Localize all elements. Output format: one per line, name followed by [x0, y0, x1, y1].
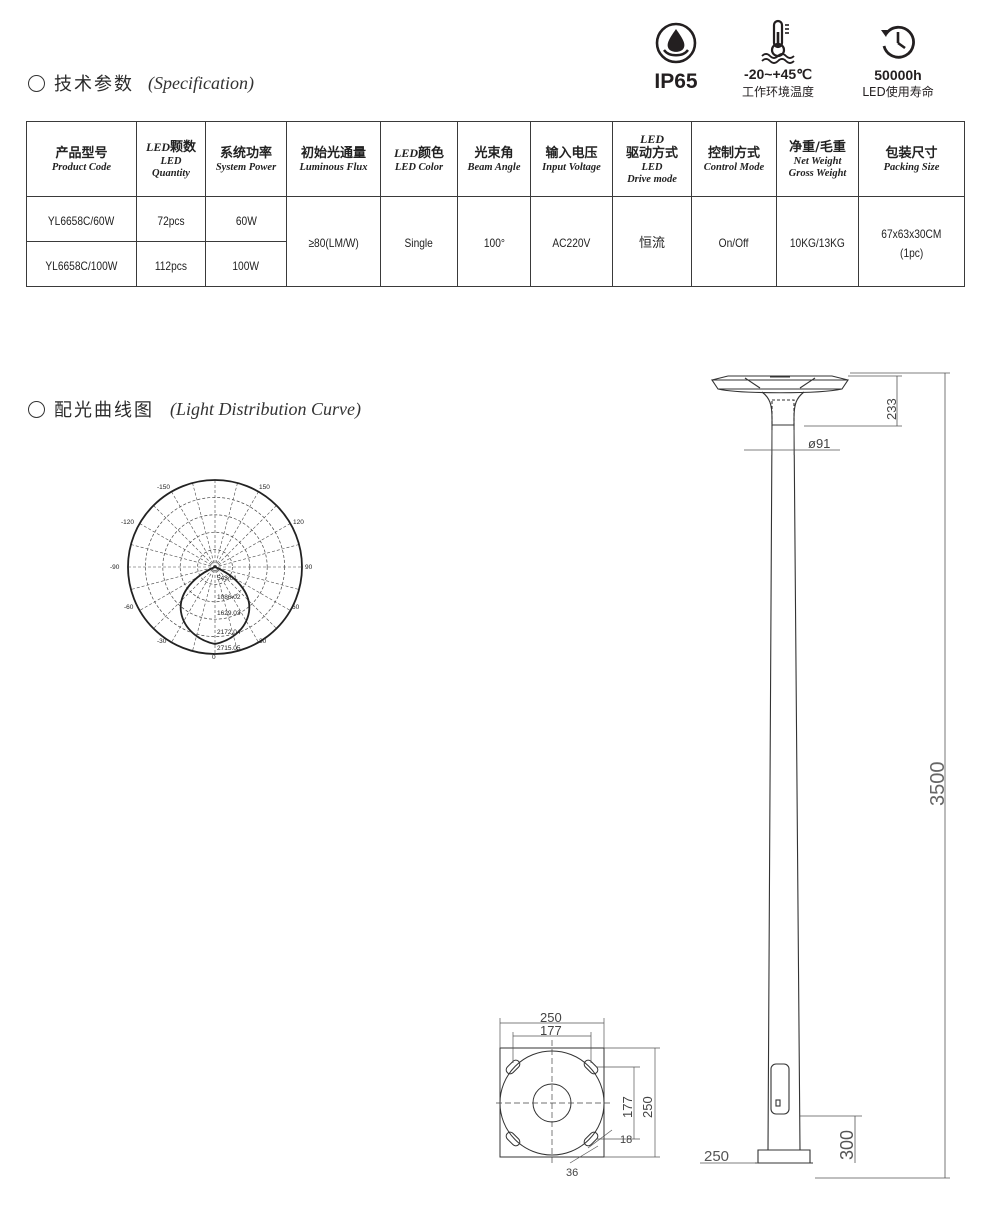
slot-width-label: 18 — [620, 1134, 632, 1146]
circle-bullet-icon — [28, 400, 45, 418]
header-input-voltage: 输入电压 Input Voltage — [530, 121, 613, 197]
cell-weight: 10KG/13KG — [776, 196, 859, 287]
ring-label: 1086.02 — [217, 594, 241, 601]
cell-product-code: YL6658C/100W — [26, 241, 137, 287]
total-height-label: 3500 — [927, 762, 949, 807]
header-drive-mode: LED 驱动方式 LED Drive mode — [612, 121, 692, 197]
temp-badge: -20~+45℃ 工作环境温度 — [728, 18, 828, 100]
cell-led-quantity: 72pcs — [136, 196, 206, 242]
angle-label: 90 — [305, 564, 313, 571]
angle-label: -90 — [110, 564, 120, 571]
pole-outline — [710, 375, 850, 1164]
cell-led-quantity: 112pcs — [136, 241, 206, 287]
polar-ring — [197, 549, 233, 585]
cell-packing-size: 67x63x30CM (1pc) — [858, 196, 965, 287]
base-centerlines — [496, 1040, 610, 1164]
curve-title-en: (Light Distribution Curve) — [170, 398, 362, 419]
cell-product-code: YL6658C/60W — [26, 196, 137, 242]
header-led-color: LED颜色 LED Color — [380, 121, 458, 197]
header-beam-angle: 光束角 Beam Angle — [457, 121, 531, 197]
ring-label: 2172.04 — [217, 629, 241, 636]
header-control-mode: 控制方式 Control Mode — [691, 121, 777, 197]
cell-input-voltage: AC220V — [530, 196, 613, 287]
base-dimension-labels: 250 177 250 177 18 36 — [540, 1010, 655, 1179]
ring-label: 2715.05 — [217, 645, 241, 652]
ring-label: 543.01 — [217, 575, 237, 582]
base-plate-drawing: 250 177 250 177 18 36 — [496, 1010, 660, 1179]
header-led-quantity: LED颗数 LED Quantity — [136, 121, 206, 197]
head-height-label: 233 — [884, 398, 899, 420]
cell-drive-mode: 恒流 — [612, 196, 692, 287]
cell-led-color: Single — [380, 196, 458, 287]
lifespan-hours: 50000h — [874, 67, 922, 83]
polar-outer-circle — [127, 479, 303, 655]
ip-badge: IP65 — [640, 20, 712, 94]
temp-label: 工作环境温度 — [741, 85, 814, 99]
base-width-label: 250 — [704, 1148, 729, 1165]
pole-dimension-labels: 233 3500 ø91 300 250 — [704, 398, 949, 1165]
spec-section-title: 技术参数 (Specification) — [28, 70, 254, 96]
polar-distribution-diagram: -150 150 -120 120 -90 90 -60 60 -30 30 0… — [110, 479, 313, 661]
spec-title-en: (Specification) — [148, 72, 254, 93]
pole-dimension-lines — [700, 372, 950, 1179]
table-row: YL6658C/100W 112pcs 100W — [26, 241, 965, 287]
spec-title-cn: 技术参数 — [54, 74, 134, 95]
base-dimension-lines — [499, 1018, 660, 1164]
angle-label: 60 — [292, 604, 300, 611]
header-packing-size: 包装尺寸 Packing Size — [858, 121, 965, 197]
table-header-row: 产品型号 Product Code LED颗数 LED Quantity 系统功… — [26, 121, 965, 197]
base-height-label: 300 — [837, 1130, 857, 1160]
angle-labels: -150 150 -120 120 -90 90 -60 60 -30 30 0 — [110, 484, 313, 661]
angle-label: -30 — [157, 638, 167, 645]
cell-beam-angle: 100° — [457, 196, 531, 287]
angle-label: -120 — [121, 519, 134, 526]
ring-label: 1629.03 — [217, 610, 241, 617]
ring-labels: 543.01 1086.02 1629.03 2172.04 2715.05 — [217, 575, 241, 652]
lifespan-label: LED使用寿命 — [862, 85, 934, 99]
angle-label: 0 — [212, 654, 216, 661]
circle-bullet-icon — [28, 74, 45, 92]
cell-system-power: 60W — [205, 196, 287, 242]
header-product-code: 产品型号 Product Code — [26, 121, 137, 197]
spec-table: 产品型号 Product Code LED颗数 LED Quantity 系统功… — [26, 121, 965, 287]
table-row: YL6658C/60W 72pcs 60W ≥80(LM/W) Single 1… — [26, 196, 965, 287]
thermometer-icon — [761, 19, 795, 64]
temp-range: -20~+45℃ — [744, 66, 812, 82]
header-luminous-flux: 初始光通量 Luminous Flux — [286, 121, 381, 197]
ip-rating: IP65 — [654, 70, 698, 93]
curve-title-cn: 配光曲线图 — [54, 400, 154, 421]
angle-label: 150 — [259, 484, 270, 491]
polar-ring — [162, 514, 268, 620]
slot-length-label: 36 — [566, 1167, 578, 1179]
lifespan-badge: 50000h LED使用寿命 — [848, 22, 948, 100]
water-drop-icon — [655, 22, 697, 64]
angle-label: 30 — [259, 638, 267, 645]
clock-icon — [881, 25, 915, 59]
cell-control-mode: On/Off — [691, 196, 777, 287]
header-system-power: 系统功率 System Power — [205, 121, 287, 197]
plate-width-label: 250 — [540, 1010, 562, 1025]
angle-label: -150 — [157, 484, 170, 491]
bolt-spacing-v-label: 177 — [620, 1096, 635, 1118]
plate-height-label: 250 — [640, 1096, 655, 1118]
pole-elevation-drawing: 233 3500 ø91 300 250 — [700, 372, 950, 1179]
header-weight: 净重/毛重 Net Weight Gross Weight — [776, 121, 859, 197]
angle-label: -60 — [124, 604, 134, 611]
bolt-spacing-h-label: 177 — [540, 1023, 562, 1038]
pole-diameter-label: ø91 — [808, 436, 830, 451]
curve-section-title: 配光曲线图 (Light Distribution Curve) — [28, 396, 361, 422]
cell-system-power: 100W — [205, 241, 287, 287]
cell-luminous-flux: ≥80(LM/W) — [286, 196, 381, 287]
angle-label: 120 — [293, 519, 304, 526]
distribution-curve — [179, 566, 251, 645]
